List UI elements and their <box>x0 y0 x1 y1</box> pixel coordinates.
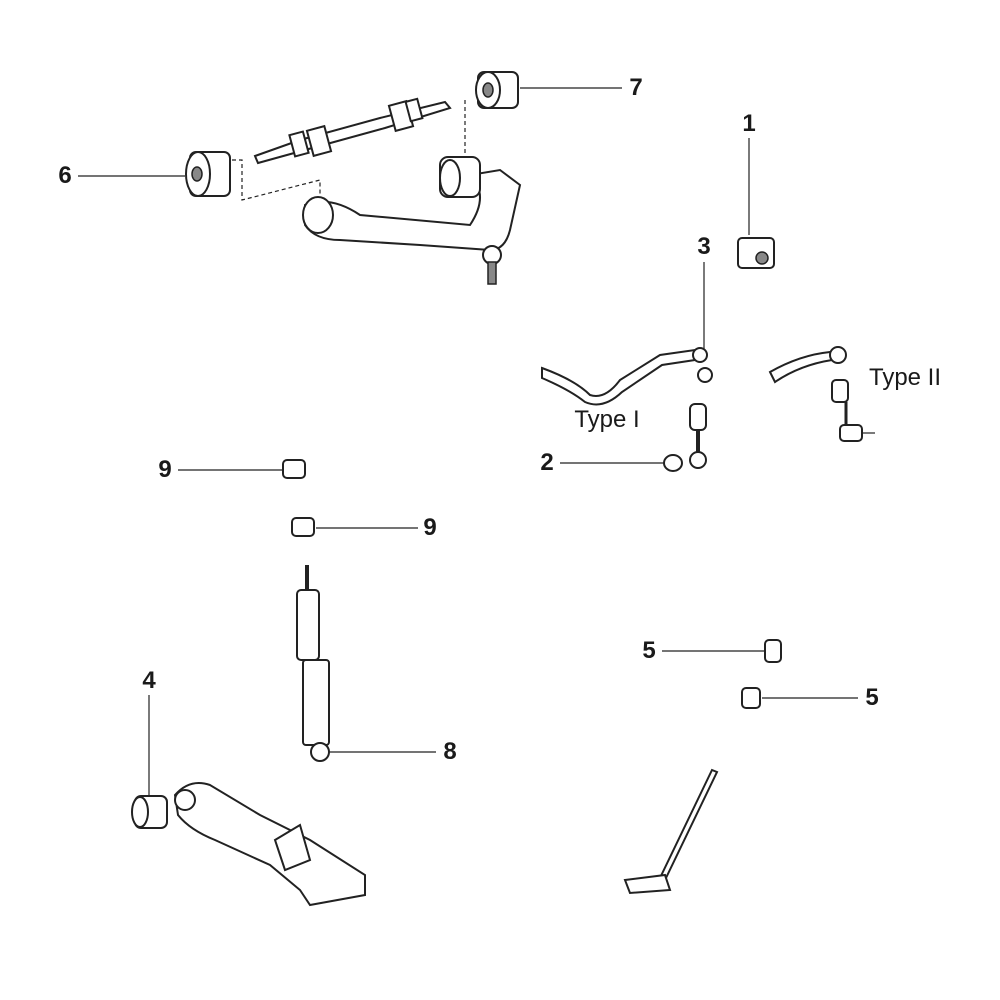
callout-7: 7 <box>629 74 643 101</box>
leader-lines <box>78 87 858 800</box>
callout-2: 2 <box>540 449 554 476</box>
type-1-label: Type I <box>574 406 640 433</box>
type-2-label: Type II <box>868 364 942 391</box>
callout-6: 6 <box>58 162 72 189</box>
strut-rod <box>623 768 719 895</box>
callout-1: 1 <box>742 110 756 137</box>
shock-absorber-part-8 <box>296 565 330 762</box>
stabilizer-bar-type-2 <box>768 346 875 442</box>
upper-control-arm <box>302 156 522 285</box>
strut-bushing-part-5-upper <box>764 639 782 663</box>
shock-cushion-part-9-lower <box>291 517 315 537</box>
lower-control-arm <box>173 782 366 907</box>
shock-cushion-part-9-upper <box>282 459 306 479</box>
callout-5-upper: 5 <box>642 637 656 664</box>
stabilizer-bushing-part-1 <box>737 237 775 269</box>
lower-arm-bushing-part-4 <box>131 795 168 829</box>
bushing-part-7 <box>475 71 519 109</box>
stabilizer-bar-type-1 <box>541 347 713 472</box>
strut-bushing-part-5-lower <box>741 687 761 709</box>
callout-9-upper: 9 <box>158 456 172 483</box>
assembly-guide-lines <box>232 100 466 201</box>
callout-4: 4 <box>142 667 156 694</box>
callout-5-lower: 5 <box>865 684 879 711</box>
bushing-part-6 <box>185 151 231 197</box>
callout-9-lower: 9 <box>423 514 437 541</box>
callout-3: 3 <box>697 233 711 260</box>
upper-arm-shaft <box>253 97 452 165</box>
callout-8: 8 <box>443 738 457 765</box>
